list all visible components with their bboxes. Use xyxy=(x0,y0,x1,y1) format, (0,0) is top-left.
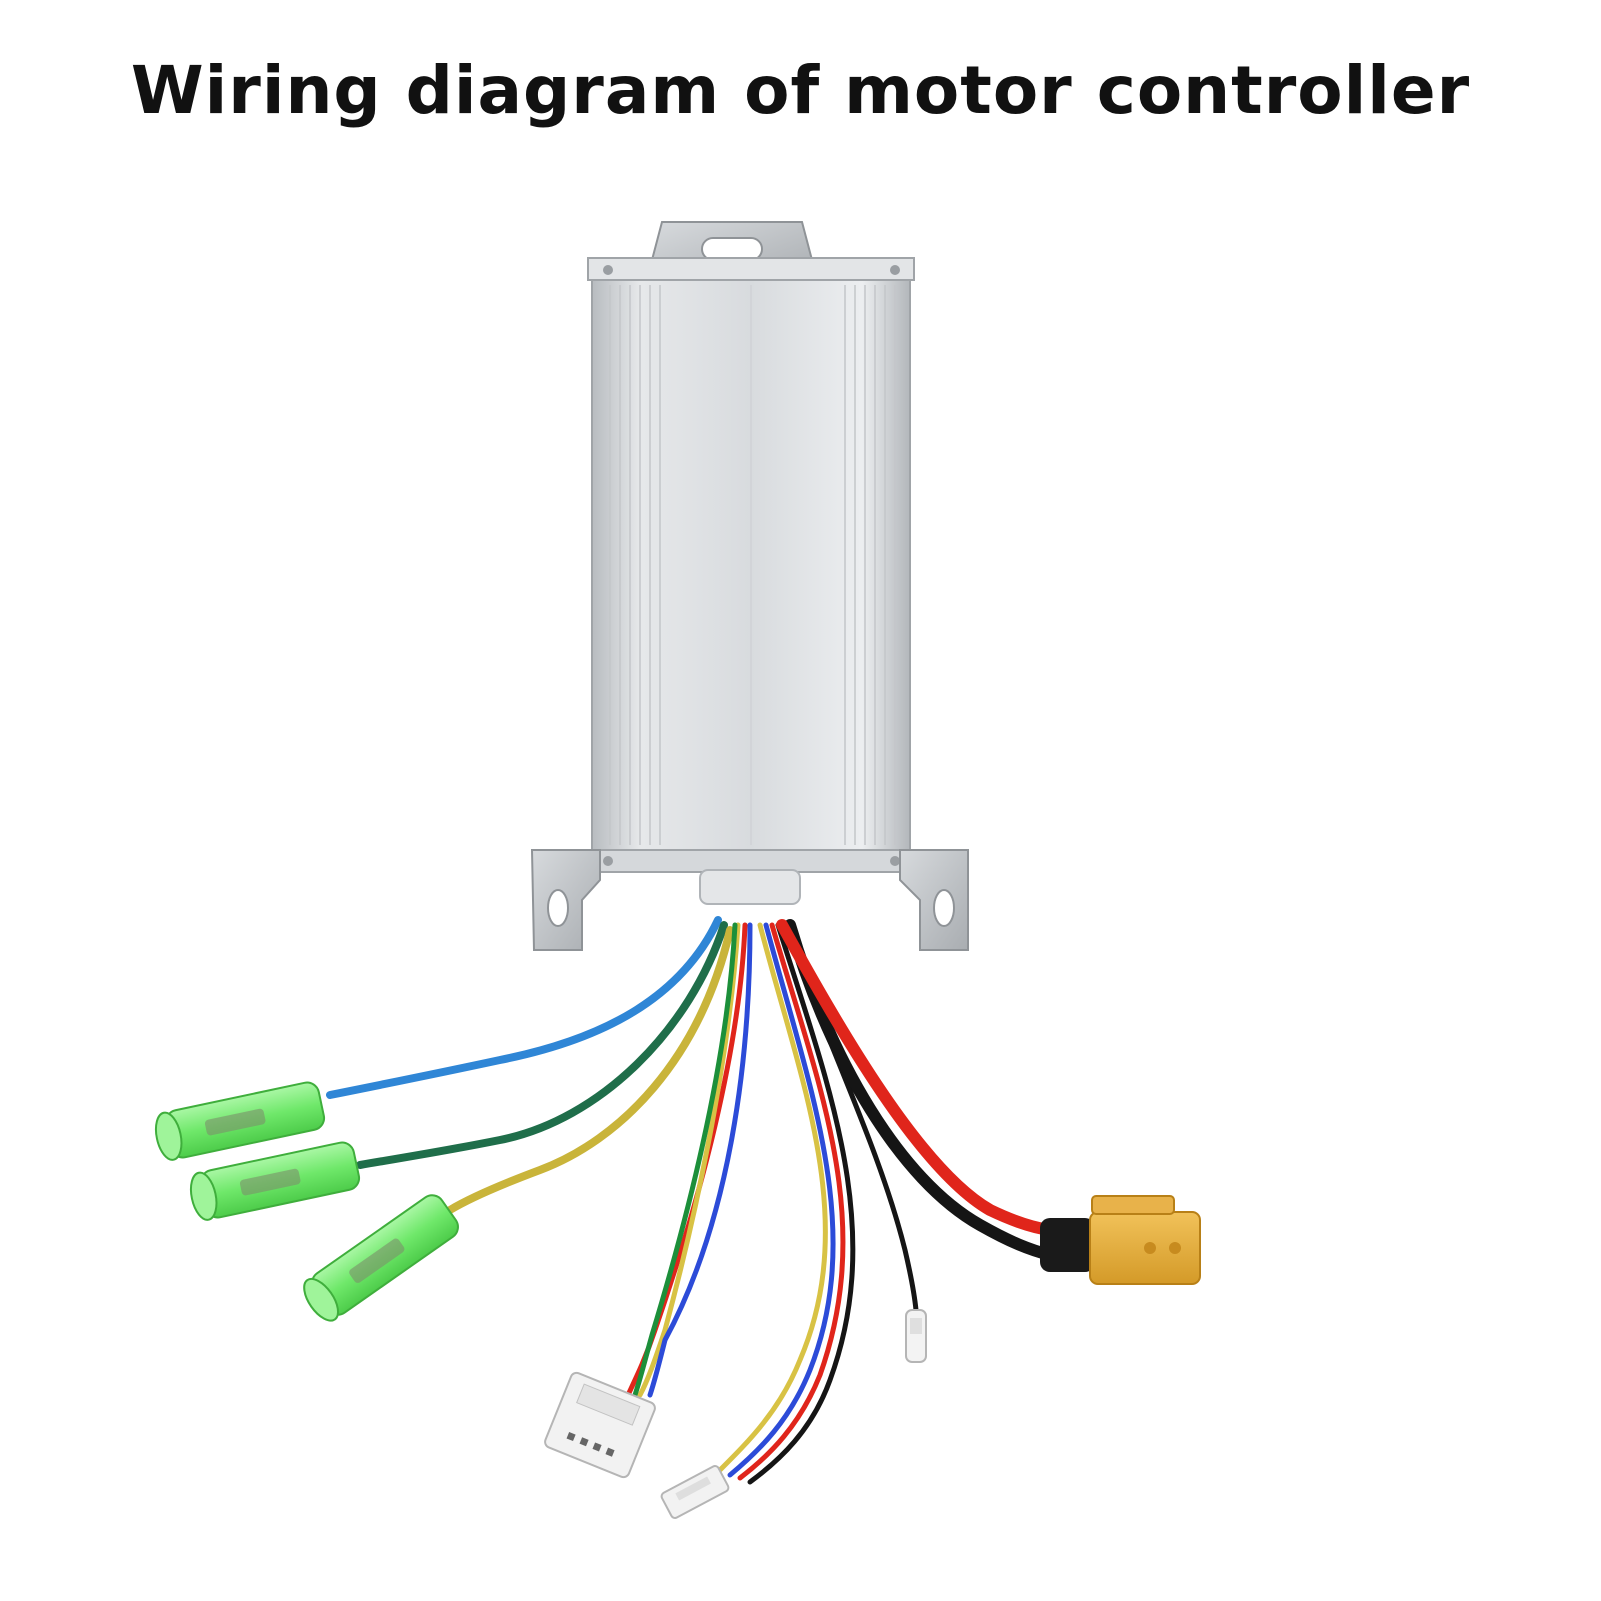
hall-yellow-wire xyxy=(717,922,828,1473)
hall-connector xyxy=(660,1465,730,1519)
controller-housing xyxy=(587,257,915,873)
bullet-connector-green xyxy=(189,1141,361,1221)
blue-wire xyxy=(326,916,722,1099)
battery-red-wire xyxy=(776,919,1056,1236)
bottom-left-bracket xyxy=(530,849,601,951)
hall-black-wire xyxy=(747,922,856,1485)
battery-black-wire xyxy=(784,919,1056,1261)
yellow-wire xyxy=(446,926,734,1214)
cable-grommet xyxy=(699,869,801,905)
bullet-connector-blue xyxy=(154,1081,326,1161)
hall-red-wire xyxy=(737,922,846,1481)
xt60-connector xyxy=(1040,1195,1201,1285)
blue-thin-wire xyxy=(647,922,753,1398)
hall-blue-wire xyxy=(727,922,836,1478)
green-wire xyxy=(356,921,728,1169)
bullet-connector-yellow xyxy=(303,1194,459,1322)
switch-connector xyxy=(905,1309,927,1363)
page-title: Wiring diagram of motor controller xyxy=(130,52,1471,129)
yellow-thin-wire xyxy=(637,922,741,1398)
wire-bundle xyxy=(326,916,1056,1485)
bottom-right-bracket xyxy=(899,849,969,951)
throttle-connector xyxy=(544,1371,656,1479)
green-thin-wire xyxy=(632,922,738,1398)
